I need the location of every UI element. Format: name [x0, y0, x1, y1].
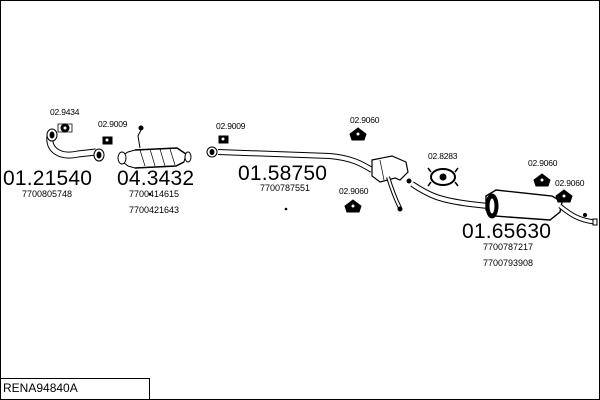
reference-box [0, 378, 150, 399]
oem-number-7700421643: 7700421643 [129, 205, 180, 215]
rubber-mount-icon-02-9060-d[interactable] [555, 189, 573, 203]
rubber-mount-icon-02-9060-c[interactable] [533, 173, 551, 187]
rubber-mount-icon-02-9060-a[interactable] [349, 127, 367, 141]
part-number-01-65630: 01.65630 [462, 220, 552, 243]
gasket-icon-02-9434[interactable] [57, 123, 73, 133]
accessory-label-02-9009-right: 02.9009 [216, 121, 246, 131]
oem-number-7700787217: 7700787217 [483, 242, 534, 252]
part-number-04-3432: 04.3432 [117, 167, 195, 190]
oem-number-7700793908: 7700793908 [483, 258, 534, 268]
front-pipe-part-01-21540[interactable] [46, 128, 105, 162]
rear-silencer-part-01-65630[interactable] [410, 181, 598, 226]
clamp-icon-02-9009-left[interactable] [102, 136, 113, 145]
rubber-mount-icon-02-9060-b[interactable] [344, 199, 362, 213]
oem-number-7700414615: 7700414615 [129, 189, 180, 199]
part-number-01-58750: 01.58750 [238, 162, 328, 185]
oem-number-7700805748: 7700805748 [22, 189, 73, 199]
accessory-label-02-9060-a: 02.9060 [350, 115, 380, 125]
reference-code: RENA94840A [3, 381, 78, 395]
clamp-icon-02-8283[interactable] [427, 167, 459, 187]
accessory-label-02-9434: 02.9434 [50, 107, 80, 117]
clamp-icon-02-9009-right[interactable] [218, 135, 229, 144]
accessory-label-02-8283: 02.8283 [428, 151, 458, 161]
accessory-label-02-9009-left: 02.9009 [98, 119, 128, 129]
accessory-label-02-9060-d: 02.9060 [555, 178, 585, 188]
accessory-label-02-9060-c: 02.9060 [528, 158, 558, 168]
oem-number-7700787551: 7700787551 [260, 183, 311, 193]
accessory-label-02-9060-b: 02.9060 [339, 186, 369, 196]
middle-pipe-part-01-58750[interactable] [206, 146, 412, 212]
part-number-01-21540: 01.21540 [3, 167, 93, 190]
catalytic-converter-part-04-3432[interactable] [117, 125, 192, 169]
